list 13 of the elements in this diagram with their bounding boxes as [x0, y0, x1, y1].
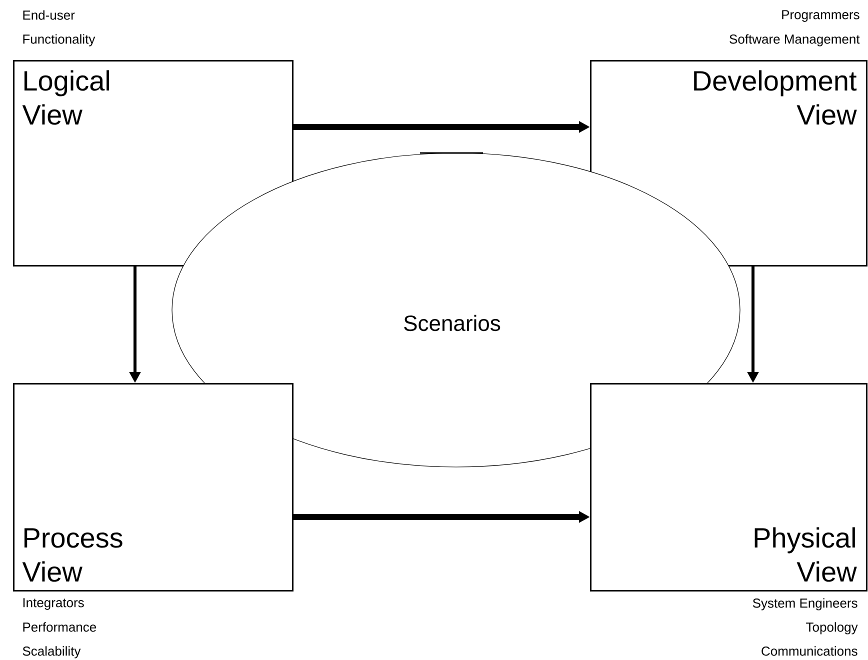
view-box: Process View [13, 383, 294, 592]
view-box: Logical View [13, 60, 294, 266]
caption-text: Scalability [22, 646, 81, 658]
caption-text: Communications [762, 646, 858, 656]
caption-text: Topology [806, 622, 858, 634]
caption-text: System Engineers [752, 598, 858, 610]
view-box: Physical View [590, 383, 868, 592]
caption-text: Software Management [730, 34, 860, 46]
caption-text: Performance [23, 622, 96, 632]
caption-text: Programmers [782, 10, 860, 22]
caption-text: Integrators [23, 598, 84, 610]
caption-text: End-user [23, 10, 75, 20]
caption-text: Functionality [23, 34, 96, 46]
